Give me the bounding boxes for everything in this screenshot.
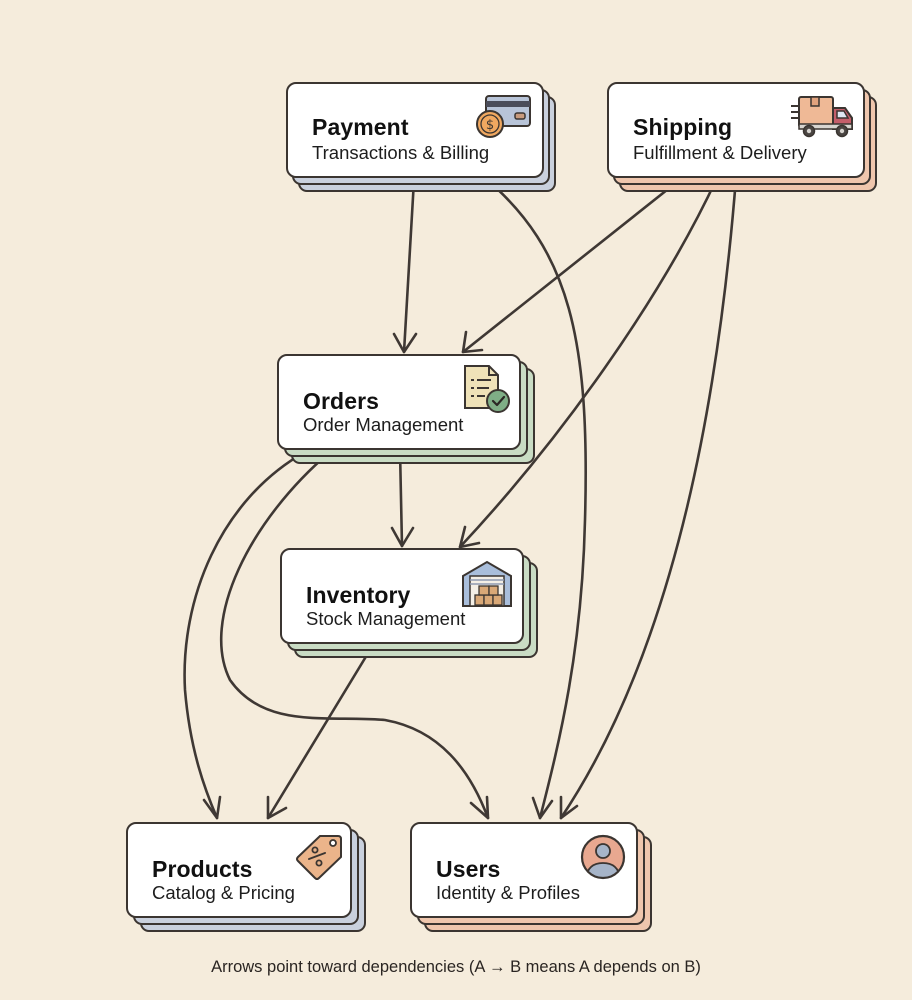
edge-shipping-users-head xyxy=(559,795,579,820)
node-subtitle: Fulfillment & Delivery xyxy=(633,142,807,163)
edge-shipping-orders xyxy=(461,176,684,354)
edge-orders-users-head xyxy=(469,795,490,820)
edge-shipping-inventory-head xyxy=(458,525,481,549)
node-card: Orders Order Management xyxy=(277,354,521,450)
node-title: Orders xyxy=(303,388,380,414)
node-subtitle: Order Management xyxy=(303,414,464,435)
credit-card-coin-icon: $ xyxy=(476,95,531,138)
warehouse-icon xyxy=(462,560,512,607)
node-card: Inventory Stock Management xyxy=(280,548,524,644)
edge-orders-inventory-head xyxy=(390,526,415,548)
edge-payment-orders xyxy=(402,178,416,354)
node-title: Inventory xyxy=(306,582,411,608)
edge-shipping-users xyxy=(559,176,738,820)
node-card: Shipping Fulfillment & Delivery xyxy=(607,82,865,178)
node-users[interactable]: Users Identity & Profiles xyxy=(410,822,652,932)
node-card: Products Catalog & Pricing xyxy=(126,822,352,918)
node-subtitle: Catalog & Pricing xyxy=(152,882,295,903)
checked-document-icon xyxy=(464,365,510,413)
node-subtitle: Transactions & Billing xyxy=(312,142,490,163)
edge-inventory-products xyxy=(266,643,375,820)
node-subtitle: Stock Management xyxy=(306,608,466,629)
node-orders[interactable]: Orders Order Management xyxy=(277,354,535,464)
node-title: Users xyxy=(436,856,501,882)
edge-shipping-orders-head xyxy=(461,330,484,354)
edge-payment-users-head xyxy=(531,796,554,820)
node-products[interactable]: Products Catalog & Pricing xyxy=(126,822,366,932)
user-profile-icon xyxy=(580,834,626,880)
svg-text:$: $ xyxy=(486,118,494,133)
node-title: Payment xyxy=(312,114,409,140)
edge-payment-users xyxy=(483,176,588,820)
diagram-caption: Arrows point toward dependencies (A → B … xyxy=(211,958,701,976)
edge-orders-products-head xyxy=(202,795,222,820)
edge-payment-orders-head xyxy=(392,332,418,354)
delivery-truck-icon xyxy=(791,96,853,138)
node-payment[interactable]: Payment Transactions & Billing $ xyxy=(286,82,556,192)
node-card: Users Identity & Profiles xyxy=(410,822,638,918)
edge-inventory-products-head xyxy=(266,795,288,820)
edge-orders-inventory xyxy=(398,448,404,548)
node-title: Products xyxy=(152,856,253,882)
node-subtitle: Identity & Profiles xyxy=(436,882,580,903)
node-shipping[interactable]: Shipping Fulfillment & Delivery xyxy=(607,82,877,192)
node-inventory[interactable]: Inventory Stock Management xyxy=(280,548,538,658)
price-tag-icon xyxy=(296,835,342,880)
node-card: Payment Transactions & Billing $ xyxy=(286,82,544,178)
node-title: Shipping xyxy=(633,114,733,140)
